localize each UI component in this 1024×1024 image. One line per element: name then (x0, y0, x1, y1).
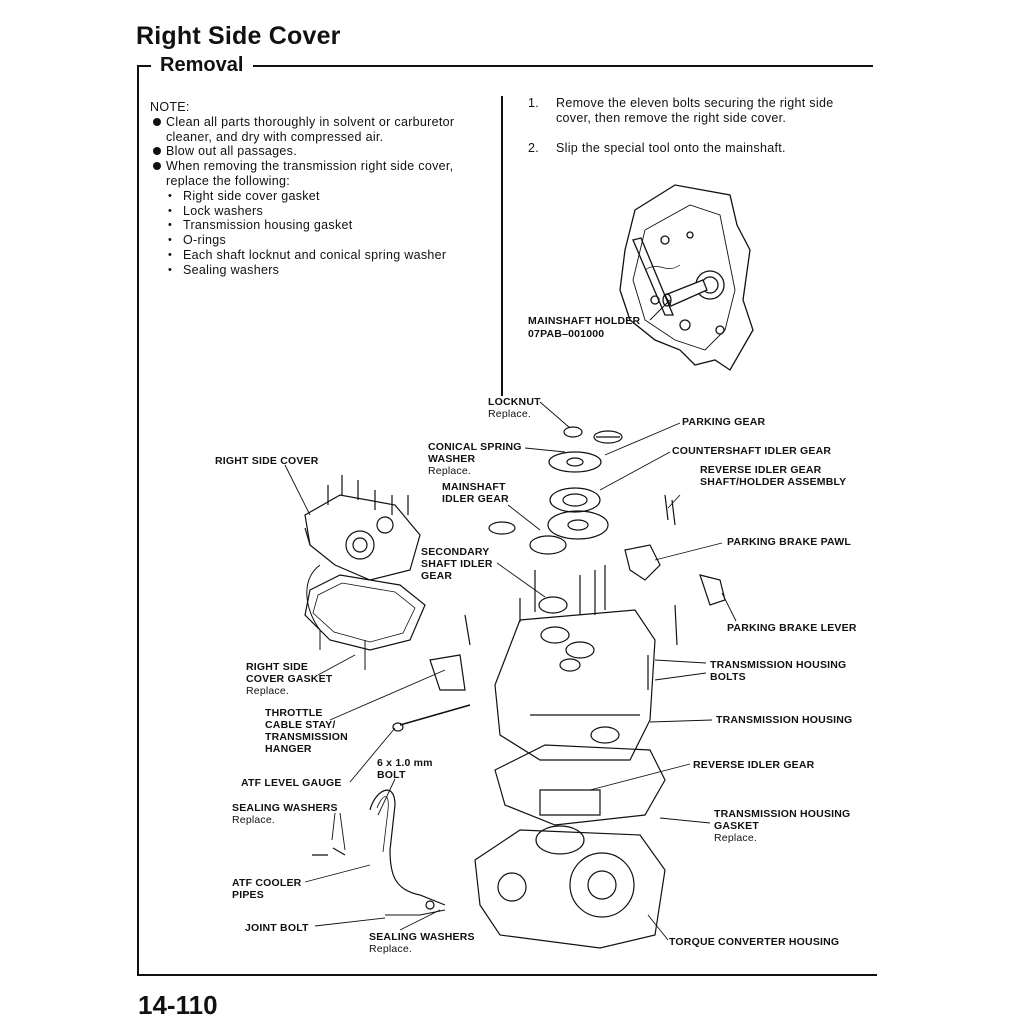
label-parking-gear: PARKING GEAR (682, 416, 766, 428)
column-divider (501, 96, 503, 396)
label-countershaft-idler-gear: COUNTERSHAFT IDLER GEAR (672, 445, 832, 457)
step-item: 2. Slip the special tool onto the mainsh… (528, 141, 858, 156)
replace-item: Transmission housing gasket (150, 218, 480, 233)
label-reverse-idler-gear: REVERSE IDLER GEAR (693, 759, 815, 771)
frame-top-right-rule (253, 65, 873, 67)
step-text: Slip the special tool onto the mainshaft… (556, 141, 786, 155)
replace-item: Each shaft locknut and conical spring wa… (150, 248, 480, 263)
label-parking-brake-pawl: PARKING BRAKE PAWL (727, 536, 851, 548)
label-joint-bolt: JOINT BOLT (245, 922, 309, 934)
note-block: NOTE: Clean all parts thoroughly in solv… (150, 100, 480, 278)
note-heading: NOTE: (150, 100, 190, 114)
replace-item: O-rings (150, 233, 480, 248)
note-bullet: When removing the transmission right sid… (150, 159, 480, 189)
section-heading: Removal (160, 54, 244, 76)
page-number: 14-110 (138, 990, 218, 1020)
note-bullet: Blow out all passages. (150, 144, 480, 159)
frame-bottom-rule (137, 974, 877, 976)
step-item: 1. Remove the eleven bolts securing the … (528, 96, 858, 126)
steps-block: 1. Remove the eleven bolts securing the … (528, 96, 858, 171)
label-atf-level-gauge: ATF LEVEL GAUGE (241, 777, 342, 789)
replace-item: Right side cover gasket (150, 189, 480, 204)
replace-item: Sealing washers (150, 263, 480, 278)
label-torque-converter-housing: TORQUE CONVERTER HOUSING (669, 936, 840, 948)
step-text: Remove the eleven bolts securing the rig… (556, 96, 834, 125)
page-title: Right Side Cover (136, 22, 341, 50)
mainshaft-holder-illustration (619, 184, 754, 371)
label-parking-brake-lever: PARKING BRAKE LEVER (727, 622, 857, 634)
mainshaft-holder-label: MAINSHAFT HOLDER (528, 315, 641, 327)
label-right-side-cover: RIGHT SIDE COVER (215, 455, 319, 467)
frame-left-rule (137, 65, 139, 976)
replace-item: Lock washers (150, 204, 480, 219)
frame-top-left-rule (137, 65, 151, 67)
step-number: 2. (528, 141, 540, 155)
note-bullet: Clean all parts thoroughly in solvent or… (150, 115, 480, 145)
label-transmission-housing: TRANSMISSION HOUSING (716, 714, 853, 726)
step-number: 1. (528, 96, 540, 110)
mainshaft-holder-part-number: 07PAB–001000 (528, 328, 605, 340)
